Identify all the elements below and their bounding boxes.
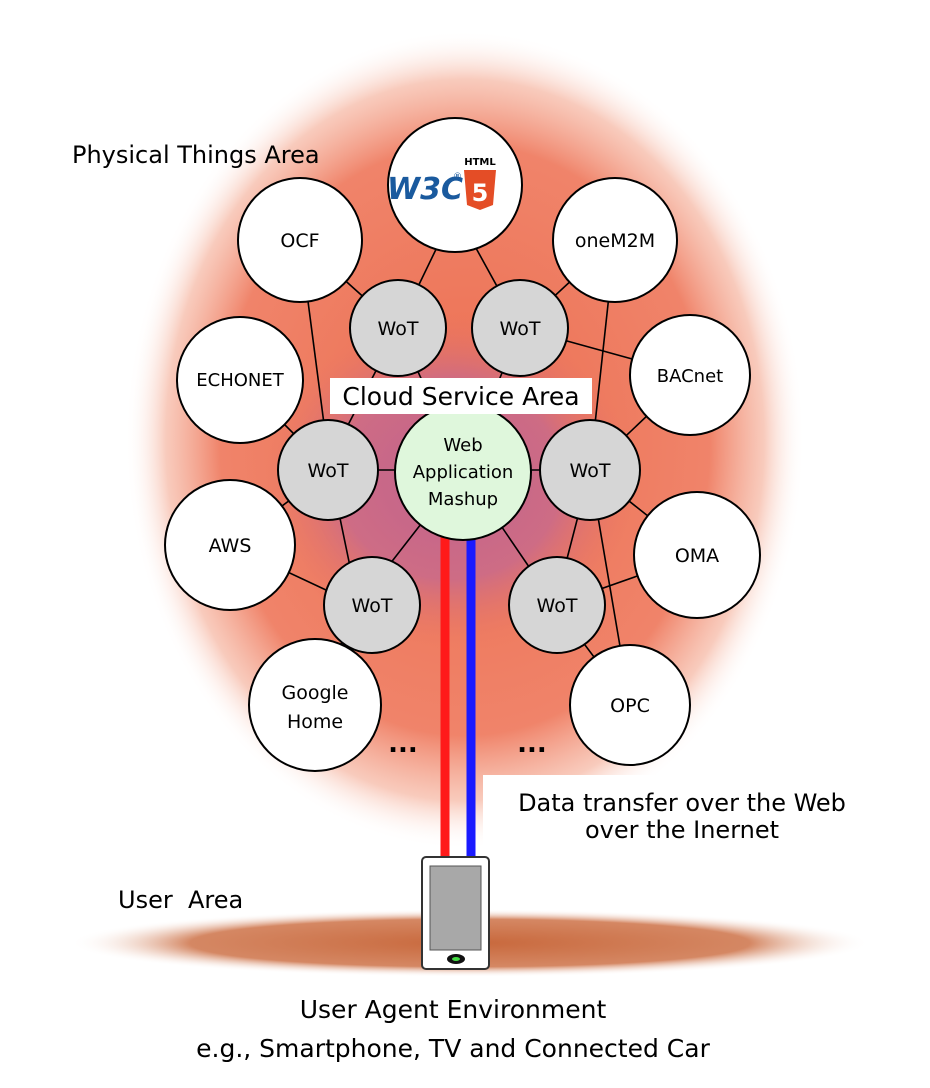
wot-label: WoT [537,595,578,617]
thing-node-bacnet: BACnet [629,314,751,436]
thing-label-ocf: OCF [280,230,319,252]
wot-label: WoT [352,595,393,617]
wot-label: WoT [570,460,611,482]
transfer-label-bg [483,775,878,850]
wot-node-top-right: WoT [471,279,569,377]
html5-shield-icon [464,170,496,210]
hub-label-line-3: Mashup [428,489,498,510]
wot-node-bottom-right: WoT [508,556,606,654]
ellipsis-right: ... [517,729,547,759]
thing-label-home: Home [287,711,343,733]
thing-node-google-home: Google Home [248,638,382,772]
transfer-label-line-1: Data transfer over the Web [518,789,846,817]
thing-node-onem2m: oneM2M [552,177,678,303]
thing-label-google: Google [281,682,348,704]
thing-label-echonet: ECHONET [196,370,284,391]
thing-label-aws: AWS [209,535,252,557]
ellipsis-left: ... [388,729,418,759]
wot-node-top-left: WoT [349,279,447,377]
wot-node-mid-left: WoT [277,419,379,521]
hub-label-line-1: Web [443,435,482,456]
transfer-label-line-2: over the Inernet [585,816,779,844]
thing-node-echonet: ECHONET [176,316,304,444]
smartphone-screen [429,865,482,951]
thing-node-ocf: OCF [237,177,363,303]
thing-label-oma: OMA [675,545,719,567]
thing-label-opc: OPC [610,695,650,717]
hub-label-line-2: Application [413,462,514,483]
wot-node-bottom-left: WoT [323,556,421,654]
thing-node-aws: AWS [164,479,296,611]
thing-label-onem2m: oneM2M [575,230,655,252]
cloud-service-area-label: Cloud Service Area [342,382,579,411]
wot-label: WoT [308,460,349,482]
user-agent-label-line-1: User Agent Environment [300,995,607,1024]
wot-label: WoT [378,318,419,340]
thing-label-bacnet: BACnet [657,366,723,387]
smartphone-icon [421,856,490,970]
wot-node-mid-right: WoT [539,419,641,521]
thing-node-w3c-html5: W3C ® HTML 5 [387,117,523,253]
w3c-registered-mark: ® [453,172,462,182]
user-area-label: User Area [118,886,243,914]
physical-things-area-label: Physical Things Area [72,141,320,169]
cloud-area-label-bg [330,378,592,414]
user-agent-label-line-2: e.g., Smartphone, TV and Connected Car [196,1034,710,1063]
html5-label: HTML [464,157,496,168]
w3c-logo: W3C [387,172,463,207]
thing-node-opc: OPC [569,644,691,766]
html5-five: 5 [472,179,489,207]
wot-label: WoT [500,318,541,340]
thing-node-oma: OMA [633,491,761,619]
web-application-mashup-hub: Web Application Mashup [394,403,532,541]
